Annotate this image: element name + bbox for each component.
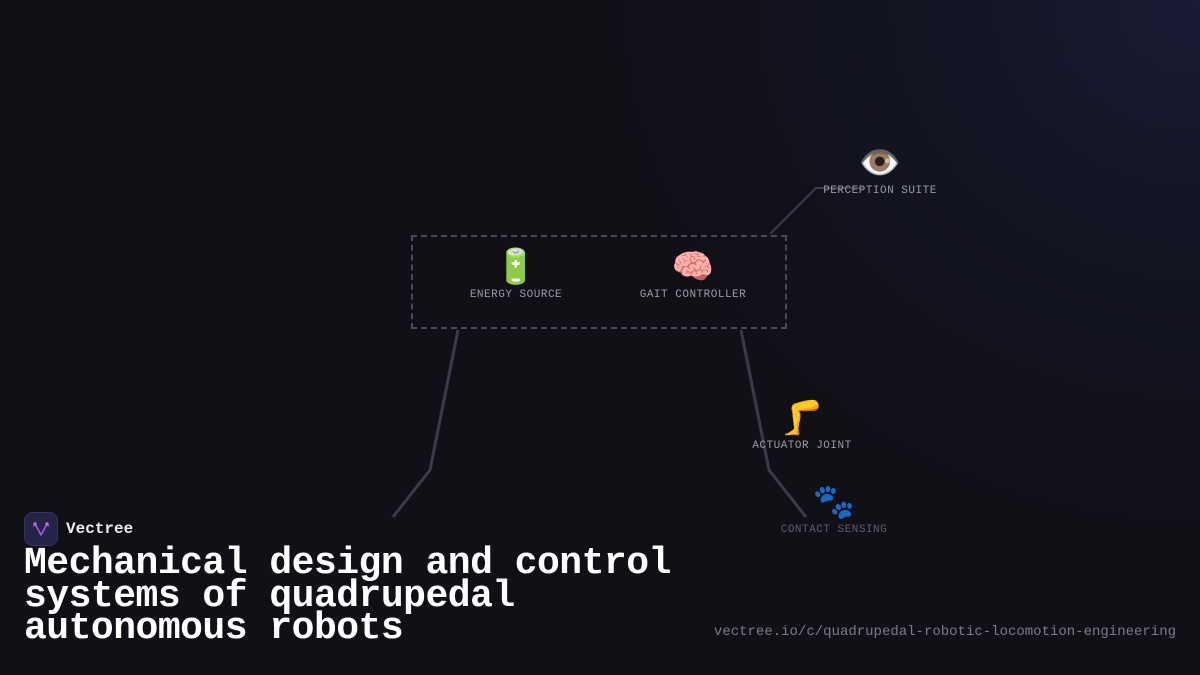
connector-perception [769, 187, 864, 235]
paw-prints-icon: 🐾 [812, 482, 856, 522]
node-gait-controller[interactable]: 🧠 GAIT CONTROLLER [640, 247, 747, 301]
title-line-3: autonomous robots [24, 607, 404, 650]
connector-right-leg [739, 329, 808, 518]
brain-icon: 🧠 [671, 247, 715, 287]
node-label: CONTACT SENSING [780, 524, 888, 536]
brand[interactable]: Vectree [24, 512, 133, 546]
core-group-box [411, 235, 787, 329]
node-energy-source[interactable]: 🔋 ENERGY SOURCE [470, 247, 562, 301]
node-actuator-joint[interactable]: 🦵 ACTUATOR JOINT [752, 398, 851, 452]
eye-icon: 👁️ [858, 143, 902, 183]
title-line-1: Mechanical design and control [24, 542, 671, 585]
page-title: Mechanical design and control systems of… [24, 542, 724, 650]
node-label: ENERGY SOURCE [469, 289, 563, 301]
leg-icon: 🦵 [780, 398, 824, 438]
connector-left-leg [391, 329, 460, 518]
node-label: GAIT CONTROLLER [639, 289, 747, 301]
title-line-2: systems of quadrupedal [24, 574, 515, 618]
node-perception-suite[interactable]: 👁️ PERCEPTION SUITE [823, 143, 937, 197]
node-label: PERCEPTION SUITE [823, 185, 937, 197]
course-url[interactable]: vectree.io/c/quadrupedal-robotic-locomot… [713, 624, 1176, 640]
node-label: ACTUATOR JOINT [752, 440, 852, 452]
brand-name: Vectree [66, 520, 134, 538]
battery-icon: 🔋 [494, 247, 538, 287]
node-contact-sensing[interactable]: 🐾 CONTACT SENSING [781, 482, 888, 536]
vectree-logo-icon [24, 512, 58, 546]
